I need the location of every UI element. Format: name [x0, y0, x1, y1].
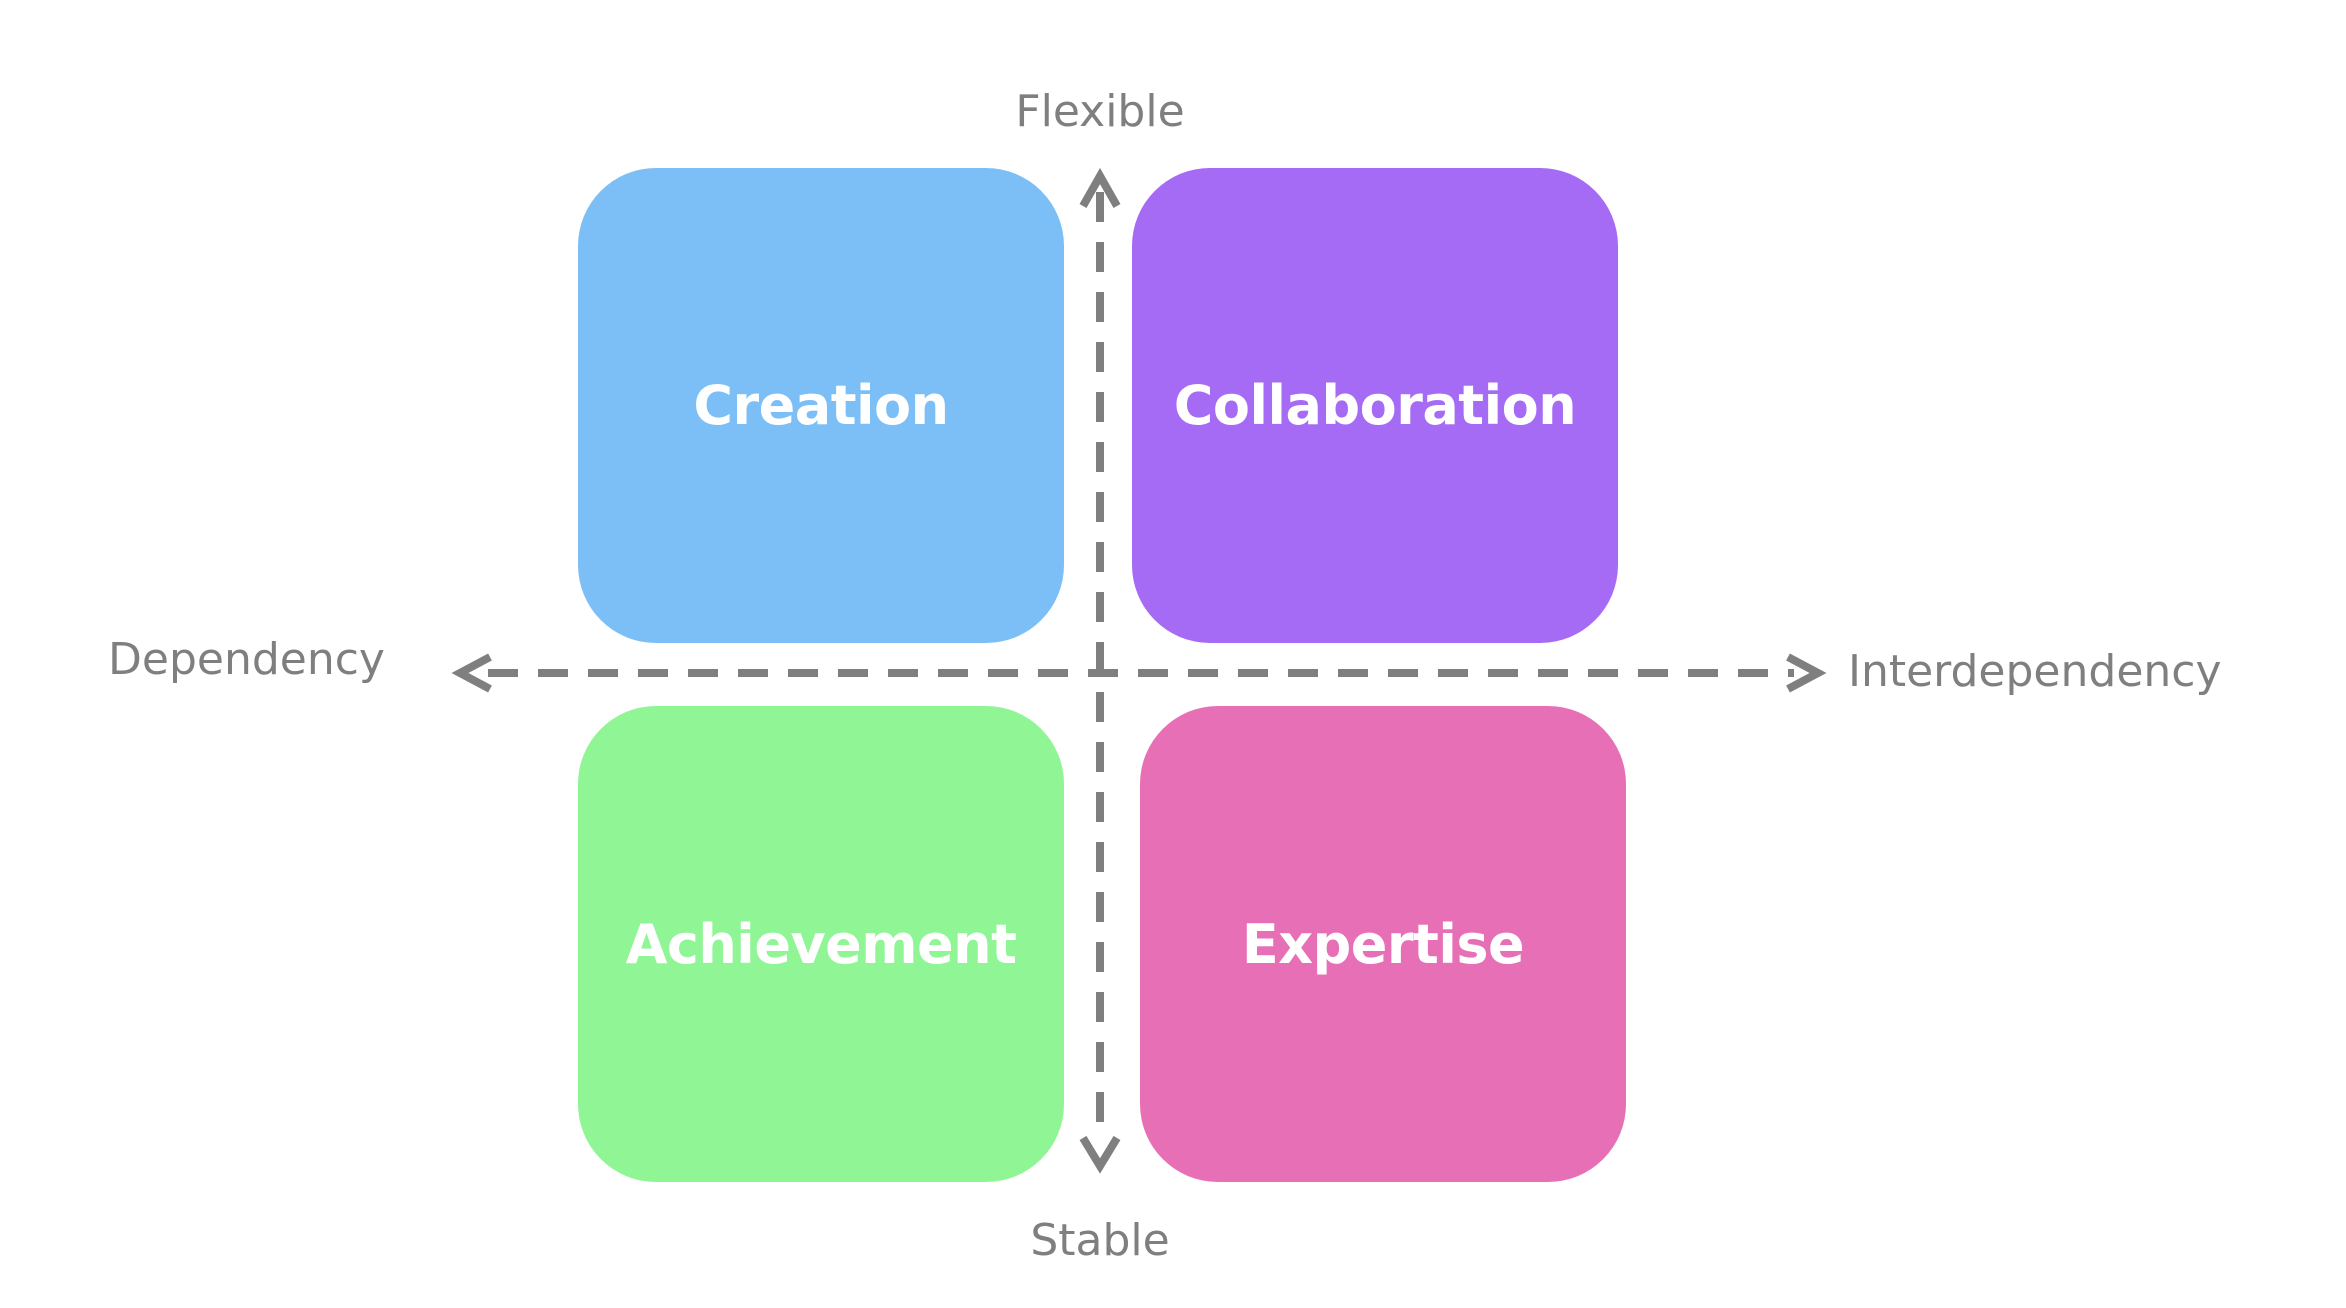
- axis-label-stable: Stable: [1030, 1215, 1170, 1266]
- arrow-right-icon: [1786, 653, 1827, 693]
- arrow-down-icon: [1079, 1135, 1121, 1174]
- arrow-up-icon: [1079, 167, 1121, 208]
- quadrant-collaboration: Collaboration: [1132, 168, 1618, 643]
- axis-label-dependency: Dependency: [108, 634, 385, 685]
- quadrant-label-expertise: Expertise: [1241, 912, 1525, 976]
- quadrant-label-creation: Creation: [693, 374, 949, 437]
- quadrant-creation: Creation: [578, 168, 1064, 643]
- axis-label-interdependency: Interdependency: [1848, 646, 2222, 697]
- quadrant-achievement: Achievement: [578, 706, 1064, 1182]
- axis-label-flexible: Flexible: [1015, 86, 1185, 137]
- quadrant-label-collaboration: Collaboration: [1173, 374, 1577, 437]
- arrow-left-icon: [451, 653, 492, 693]
- quadrant-label-achievement: Achievement: [625, 912, 1017, 976]
- quadrant-expertise: Expertise: [1140, 706, 1626, 1182]
